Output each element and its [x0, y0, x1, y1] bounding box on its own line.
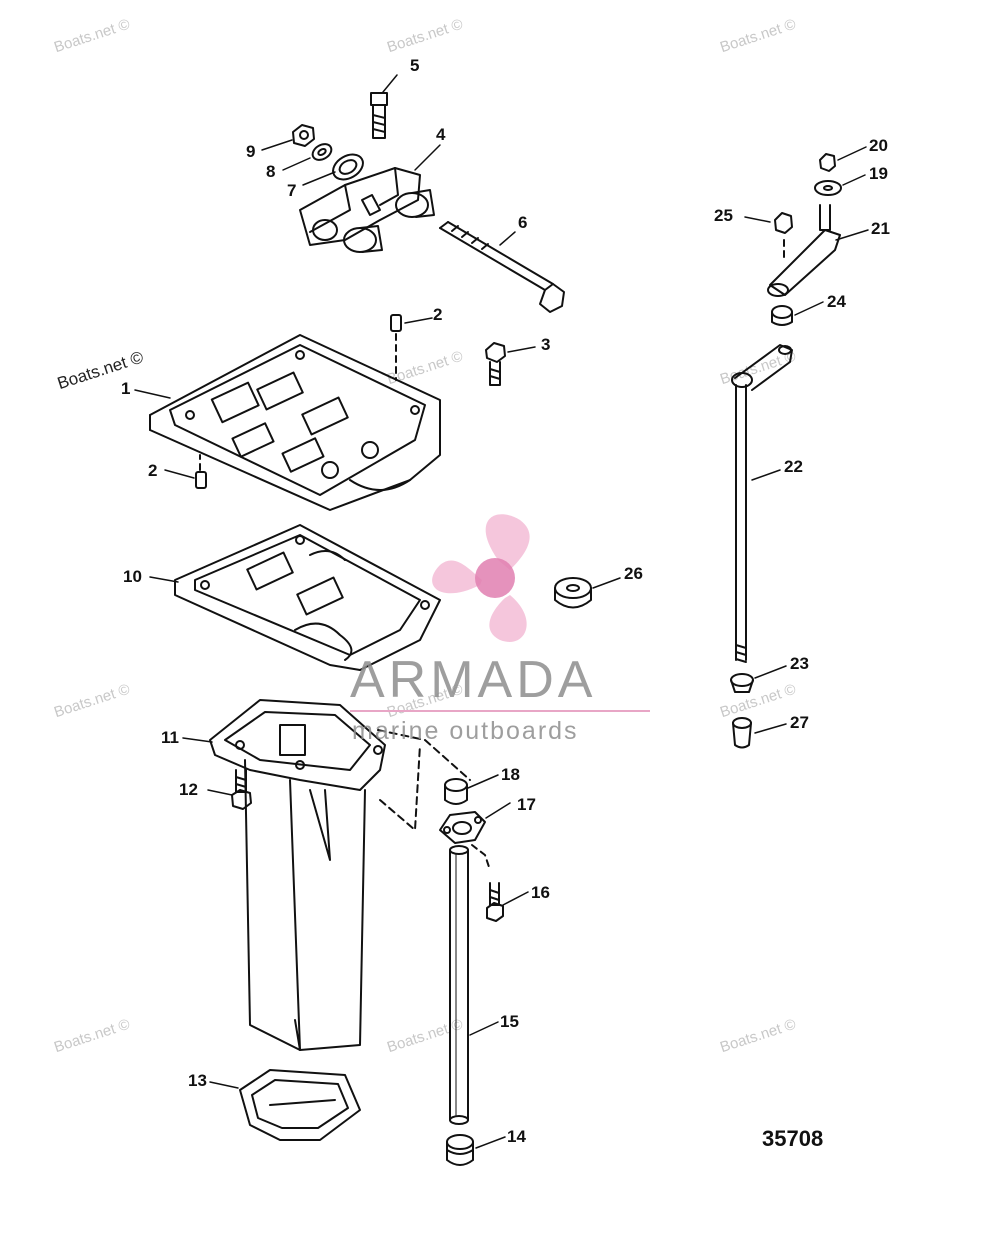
callout-leaders	[134, 74, 869, 1149]
callout-4: 4	[436, 125, 446, 144]
callout-23: 23	[790, 654, 809, 673]
part-8-washer	[311, 143, 333, 161]
part-10-gasket	[174, 524, 441, 671]
callout-10: 10	[123, 567, 142, 586]
part-26-grommet	[554, 577, 592, 609]
part-13-seal	[239, 1069, 361, 1141]
part-24-bushing	[771, 305, 793, 326]
part-22-shift-rod	[731, 344, 793, 663]
callout-7: 7	[287, 181, 297, 200]
logo-divider	[350, 710, 650, 712]
diagram-number: 35708	[762, 1126, 824, 1151]
part-6-long-bolt	[439, 221, 565, 313]
part-2-dowel-pin	[390, 314, 402, 381]
callout-14: 14	[507, 1127, 526, 1146]
part-14-grommet	[446, 1134, 474, 1166]
part-25-nut	[774, 212, 793, 261]
callout-25: 25	[714, 206, 733, 225]
callout-16: 16	[531, 883, 550, 902]
callout-13: 13	[188, 1071, 207, 1090]
part-20-nut	[819, 153, 836, 172]
callout-1: 1	[121, 379, 131, 398]
part-7-washer	[332, 153, 364, 181]
part-15-water-tube	[449, 845, 469, 1125]
callout-2: 2	[433, 305, 443, 324]
callout-20: 20	[869, 136, 888, 155]
part-21-lever	[767, 204, 841, 297]
part-23-bushing	[730, 673, 754, 693]
logo-tagline: marine outboards	[352, 717, 579, 745]
part-2-dowel-pin	[195, 454, 207, 489]
part-17-water-pump	[439, 811, 491, 871]
leader-line	[379, 744, 421, 831]
callout-24: 24	[827, 292, 846, 311]
part-19-washer	[814, 180, 842, 196]
part-4-bracket	[299, 167, 435, 253]
part-18-grommet	[444, 778, 468, 805]
propeller-logo-icon	[432, 514, 530, 642]
part-27-bushing	[732, 717, 752, 749]
callout-17: 17	[517, 795, 536, 814]
callout-8: 8	[266, 162, 276, 181]
part-9-nut	[292, 124, 315, 147]
callout-26: 26	[624, 564, 643, 583]
callout-3: 3	[541, 335, 551, 354]
part-5-bolt	[370, 92, 388, 139]
callout-19: 19	[869, 164, 888, 183]
part-3-screw	[485, 342, 506, 386]
part-12-screw	[231, 769, 252, 810]
callout-5: 5	[410, 56, 420, 75]
callout-12: 12	[179, 780, 198, 799]
part-11-exhaust-tube	[209, 699, 386, 1051]
part-16-screw	[486, 882, 504, 922]
callout-2: 2	[148, 461, 158, 480]
part-1-adapter-plate	[149, 334, 441, 511]
leader-line	[377, 729, 471, 781]
callout-9: 9	[246, 142, 256, 161]
callout-27: 27	[790, 713, 809, 732]
callout-6: 6	[518, 213, 528, 232]
callout-21: 21	[871, 219, 890, 238]
logo-wordmark: ARMADA	[350, 651, 597, 709]
callout-22: 22	[784, 457, 803, 476]
callout-15: 15	[500, 1012, 519, 1031]
callout-11: 11	[161, 728, 179, 747]
callout-18: 18	[501, 765, 520, 784]
